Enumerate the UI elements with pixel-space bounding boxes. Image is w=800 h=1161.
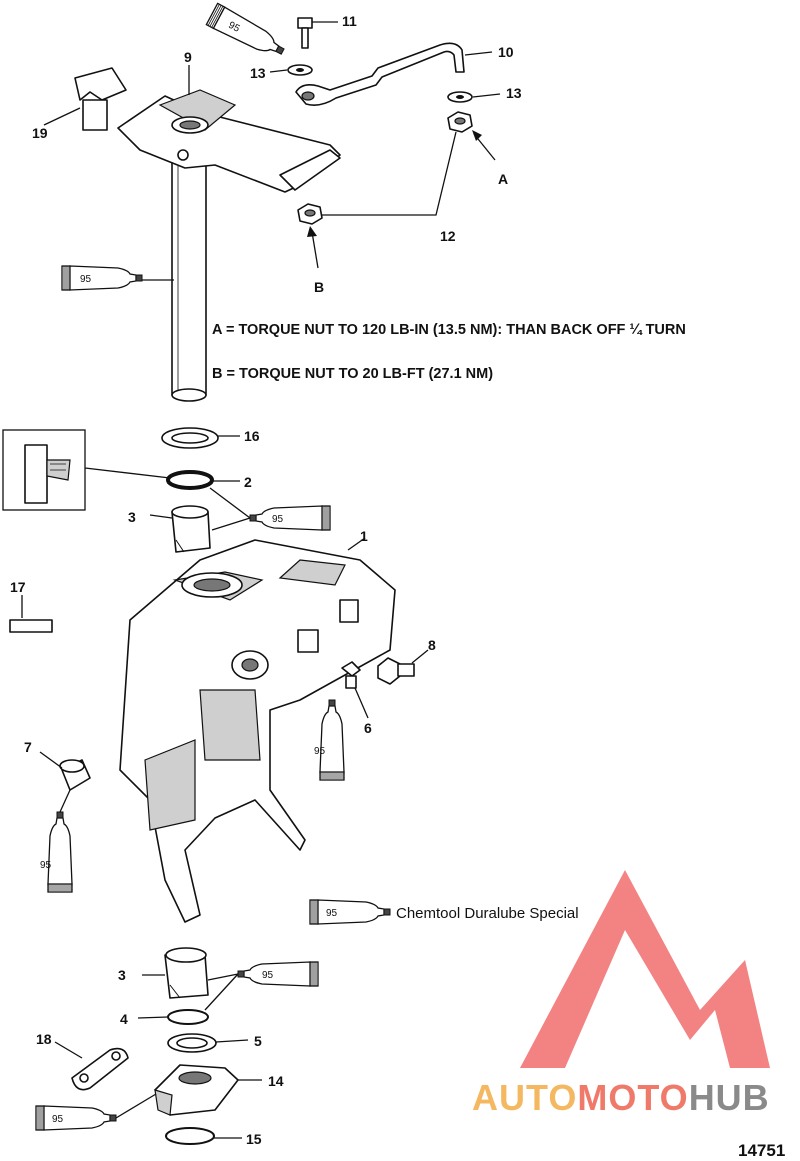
lube-legend-text: Chemtool Duralube Special bbox=[396, 905, 579, 922]
callout-11: 11 bbox=[342, 13, 357, 29]
part-4-ring bbox=[137, 1009, 209, 1025]
lube-code: 95 bbox=[226, 20, 241, 35]
part-3-bushing-bottom bbox=[142, 947, 209, 999]
callout-1: 1 bbox=[360, 528, 368, 544]
part-12-nut-b bbox=[297, 203, 323, 225]
part-16-washer bbox=[161, 427, 240, 449]
callout-3-bottom: 3 bbox=[118, 967, 126, 983]
part-5-washer bbox=[167, 1033, 249, 1053]
lube-tube-bushing: 95 bbox=[40, 811, 73, 893]
callout-6: 6 bbox=[364, 720, 372, 736]
part-7-bushing bbox=[39, 751, 91, 791]
callout-13-right: 13 bbox=[506, 85, 522, 101]
lube-code: 95 bbox=[272, 514, 284, 525]
callout-7: 7 bbox=[24, 739, 32, 755]
callout-12: 12 bbox=[440, 228, 456, 244]
arrow-a bbox=[472, 130, 496, 161]
lube-code: 95 bbox=[80, 274, 92, 285]
part-6-grease-fitting bbox=[341, 661, 369, 719]
lube-tube-legend: 95 bbox=[309, 899, 391, 925]
watermark-auto: AUTO bbox=[472, 1077, 577, 1118]
part-9-steering-arm bbox=[117, 65, 341, 402]
callout-17: 17 bbox=[10, 579, 26, 595]
part-15-snap-ring bbox=[165, 1127, 242, 1145]
part-19-decal bbox=[43, 67, 127, 131]
part-13-washer-right bbox=[447, 91, 501, 103]
callout-14: 14 bbox=[268, 1073, 284, 1089]
lube-code: 95 bbox=[326, 908, 338, 919]
watermark-text: AUTOMOTOHUB bbox=[472, 1077, 770, 1118]
callout-5: 5 bbox=[254, 1033, 262, 1049]
watermark-logo bbox=[520, 870, 770, 1068]
callout-4: 4 bbox=[120, 1011, 128, 1027]
part-12-nut-a bbox=[447, 111, 473, 133]
lube-tube-top: 95 bbox=[205, 2, 289, 63]
label-point-a: A bbox=[498, 171, 508, 187]
callout-13-left: 13 bbox=[250, 65, 266, 81]
part-1-swivel-bracket bbox=[119, 537, 396, 923]
part-14-steering-pin-block bbox=[154, 1064, 262, 1116]
callout-16: 16 bbox=[244, 428, 260, 444]
detail-inset bbox=[2, 429, 171, 511]
watermark-moto: MOTO bbox=[577, 1077, 688, 1118]
lube-tube-fitting: 95 bbox=[314, 699, 345, 781]
figure-number: 14751 bbox=[738, 1141, 785, 1160]
part-3-bushing-top bbox=[149, 505, 211, 553]
part-18-plate bbox=[54, 1041, 129, 1091]
lube-code: 95 bbox=[262, 970, 274, 981]
callout-19: 19 bbox=[32, 125, 48, 141]
lube-tube-seal: 95 bbox=[249, 505, 331, 531]
lube-code: 95 bbox=[314, 746, 326, 757]
part-13-washer-top bbox=[269, 64, 313, 76]
callout-2: 2 bbox=[244, 474, 252, 490]
lube-tube-block: 95 bbox=[35, 1093, 157, 1131]
part-8-bolt bbox=[377, 649, 429, 685]
part-10-link-rod bbox=[295, 42, 493, 106]
label-point-b: B bbox=[314, 279, 324, 295]
torque-note-a: A = TORQUE NUT TO 120 LB-IN (13.5 NM): T… bbox=[212, 322, 686, 338]
callout-10: 10 bbox=[498, 44, 514, 60]
part-2-seal bbox=[166, 470, 240, 490]
part-17-decal bbox=[9, 595, 53, 633]
callout-9: 9 bbox=[184, 49, 192, 65]
torque-note-b: B = TORQUE NUT TO 20 LB-FT (27.1 NM) bbox=[212, 366, 493, 382]
callout-18: 18 bbox=[36, 1031, 52, 1047]
part-11-bolt bbox=[297, 17, 338, 49]
callout-15: 15 bbox=[246, 1131, 262, 1147]
lube-tube-lower: 95 bbox=[237, 961, 319, 987]
callout-3-top: 3 bbox=[128, 509, 136, 525]
lube-tube-shaft: 95 bbox=[61, 265, 174, 291]
watermark-hub: HUB bbox=[689, 1077, 770, 1118]
arrow-b bbox=[307, 226, 319, 269]
callout-8: 8 bbox=[428, 637, 436, 653]
lube-code: 95 bbox=[52, 1114, 64, 1125]
lube-code: 95 bbox=[40, 860, 52, 871]
